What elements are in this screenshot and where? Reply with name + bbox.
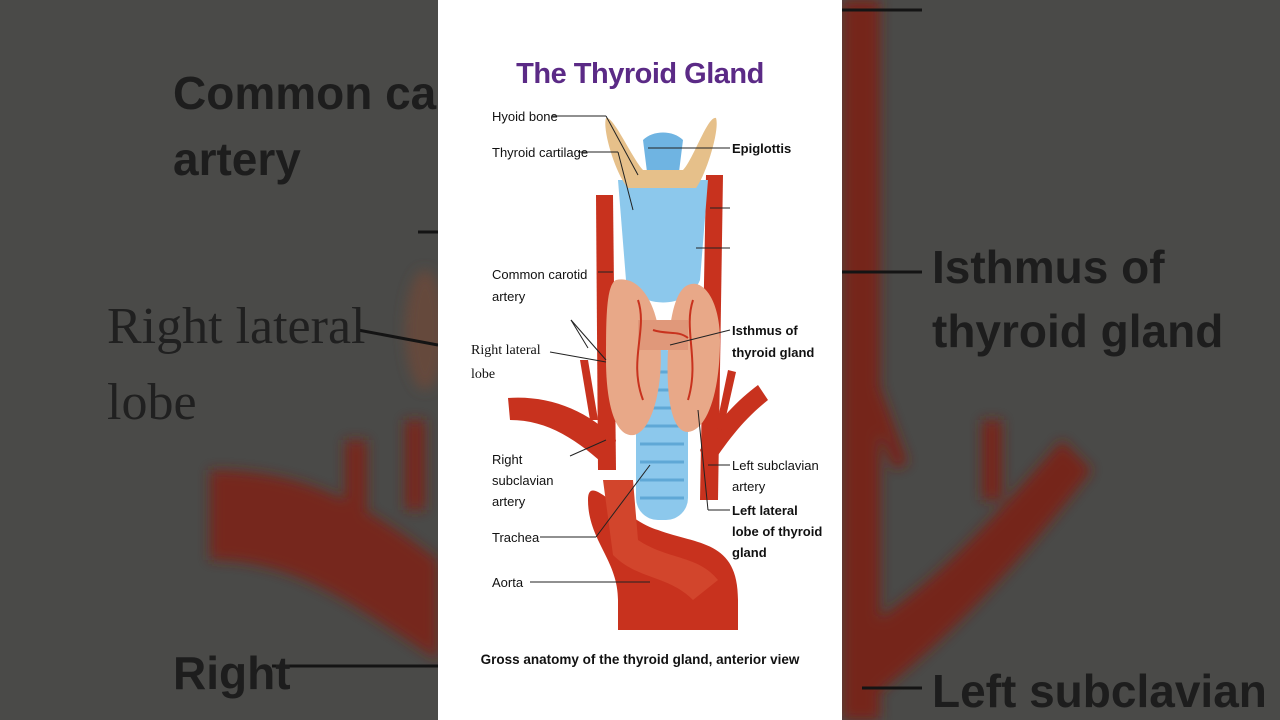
background-label-left-subclavian: Left subclavian [932, 665, 1267, 717]
artery-branch-shape [580, 360, 598, 420]
background-label-isthmus: Isthmus of [932, 241, 1165, 293]
label-hyoid-bone: Hyoid bone [492, 109, 558, 124]
label-right-subclavian-artery: artery [492, 494, 526, 509]
label-right-subclavian-2: subclavian [492, 473, 554, 488]
background-left-panel: Common carotid artery Right lateral lobe… [0, 0, 438, 720]
label-leader-lines [530, 115, 731, 583]
label-common-carotid-artery: artery [492, 289, 526, 304]
background-label-lobe: lobe [107, 374, 197, 431]
thyroid-vessels [636, 299, 694, 401]
label-right-subclavian: Right [492, 452, 523, 467]
label-isthmus-thyroid-gland: thyroid gland [732, 345, 815, 360]
background-label-common-carotid: Common carotid [173, 67, 438, 119]
background-left-artwork [210, 230, 438, 668]
thyroid-anatomy-illustration [508, 115, 768, 630]
background-label-right: Right [173, 647, 291, 699]
label-left-subclavian-artery: artery [732, 479, 766, 494]
label-left-lateral: Left lateral [732, 503, 798, 518]
label-right-lateral-lobe: lobe [471, 367, 496, 382]
background-label-thyroid-gland: thyroid gland [932, 305, 1224, 357]
hyoid-bone-shape [605, 117, 717, 188]
thyroid-cartilage-shape [618, 180, 708, 303]
background-label-artery: artery [173, 133, 301, 185]
background-leader-line [357, 328, 438, 347]
epiglottis-shape [643, 132, 683, 180]
background-label-right-lateral: Right lateral [107, 298, 366, 355]
aortic-arch-shape [603, 480, 718, 600]
label-thyroid-cartilage: Thyroid cartilage [492, 145, 589, 160]
label-left-lateral-lobe: lobe of thyroid [732, 524, 823, 539]
background-right-artwork [842, 0, 1092, 720]
label-epiglottis: Epiglottis [732, 141, 792, 156]
right-subclavian-shape [508, 397, 616, 470]
label-left-subclavian: Left subclavian [732, 458, 819, 473]
background-right-panel: Isthmus of thyroid gland Left subclavian [842, 0, 1280, 720]
isthmus-shape [638, 320, 688, 350]
artery-branch-shape [716, 370, 736, 430]
label-isthmus: Isthmus of [732, 323, 798, 338]
diagram-caption: Gross anatomy of the thyroid gland, ante… [480, 652, 800, 667]
label-common-carotid: Common carotid [492, 267, 588, 282]
diagram-card: The Thyroid Gland [438, 0, 842, 720]
label-trachea: Trachea [492, 530, 540, 545]
label-left-lateral-gland: gland [732, 545, 767, 560]
label-right-lateral: Right lateral [471, 343, 541, 358]
label-aorta: Aorta [492, 575, 524, 590]
right-lateral-lobe-shape [606, 279, 661, 436]
diagram-title: The Thyroid Gland [516, 58, 764, 90]
